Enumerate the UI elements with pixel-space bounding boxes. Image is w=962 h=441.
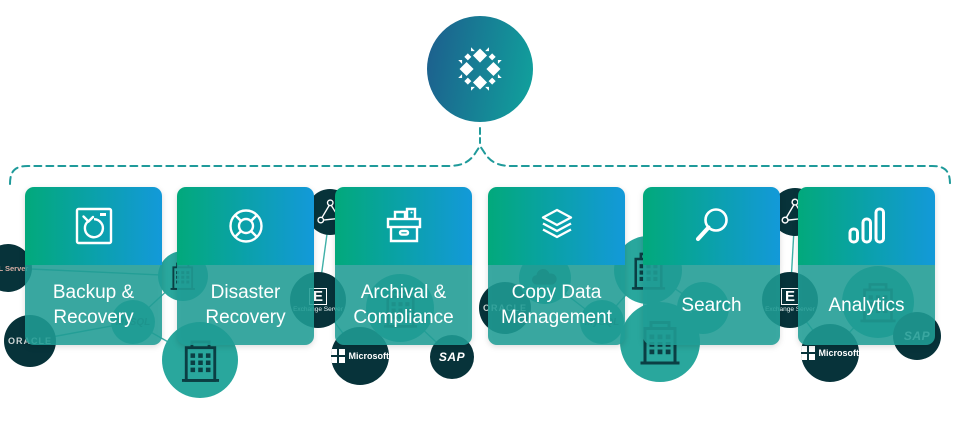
microsoft-logo: Microsoft <box>331 349 389 363</box>
logo-text: SAP <box>438 350 466 364</box>
card-label: Copy Data Management <box>488 265 625 345</box>
card-label-line: Recovery <box>205 307 286 328</box>
bar-chart-icon <box>798 187 935 265</box>
card-label: Disaster Recovery <box>177 265 314 345</box>
card-label: Archival & Compliance <box>335 265 472 345</box>
card-label-line: Archival & <box>360 282 447 303</box>
card-label-line: Copy Data <box>511 282 602 303</box>
card-label-line: Compliance <box>353 307 454 328</box>
rubrik-logo-mark <box>458 47 502 91</box>
card-search: Search <box>643 187 780 345</box>
backup-appliance-icon <box>25 187 162 265</box>
exchange-icon: E <box>780 287 799 305</box>
card-label: Backup & Recovery <box>25 265 162 345</box>
card-disaster-recovery: Disaster Recovery <box>177 187 314 345</box>
card-label-line: Backup & <box>52 282 135 303</box>
archive-box-icon <box>335 187 472 265</box>
card-label-line: Disaster <box>210 282 281 303</box>
microsoft-logo: Microsoft <box>801 346 859 360</box>
microsoft-grid-icon <box>331 349 345 363</box>
card-backup-recovery: Backup & Recovery <box>25 187 162 345</box>
card-copy-data-management: Copy Data Management <box>488 187 625 345</box>
card-analytics: Analytics <box>798 187 935 345</box>
card-label-line: Management <box>501 307 612 328</box>
card-label: Analytics <box>798 265 935 345</box>
layers-icon <box>488 187 625 265</box>
microsoft-grid-icon <box>801 346 815 360</box>
card-label-line: Search <box>681 294 742 316</box>
card-label-line: Recovery <box>53 307 134 328</box>
card-label-line: Analytics <box>828 294 905 316</box>
card-label: Search <box>643 265 780 345</box>
magnifier-icon <box>643 187 780 265</box>
lifebuoy-icon <box>177 187 314 265</box>
rubrik-logo <box>427 16 533 122</box>
card-archival-compliance: Archival & Compliance <box>335 187 472 345</box>
